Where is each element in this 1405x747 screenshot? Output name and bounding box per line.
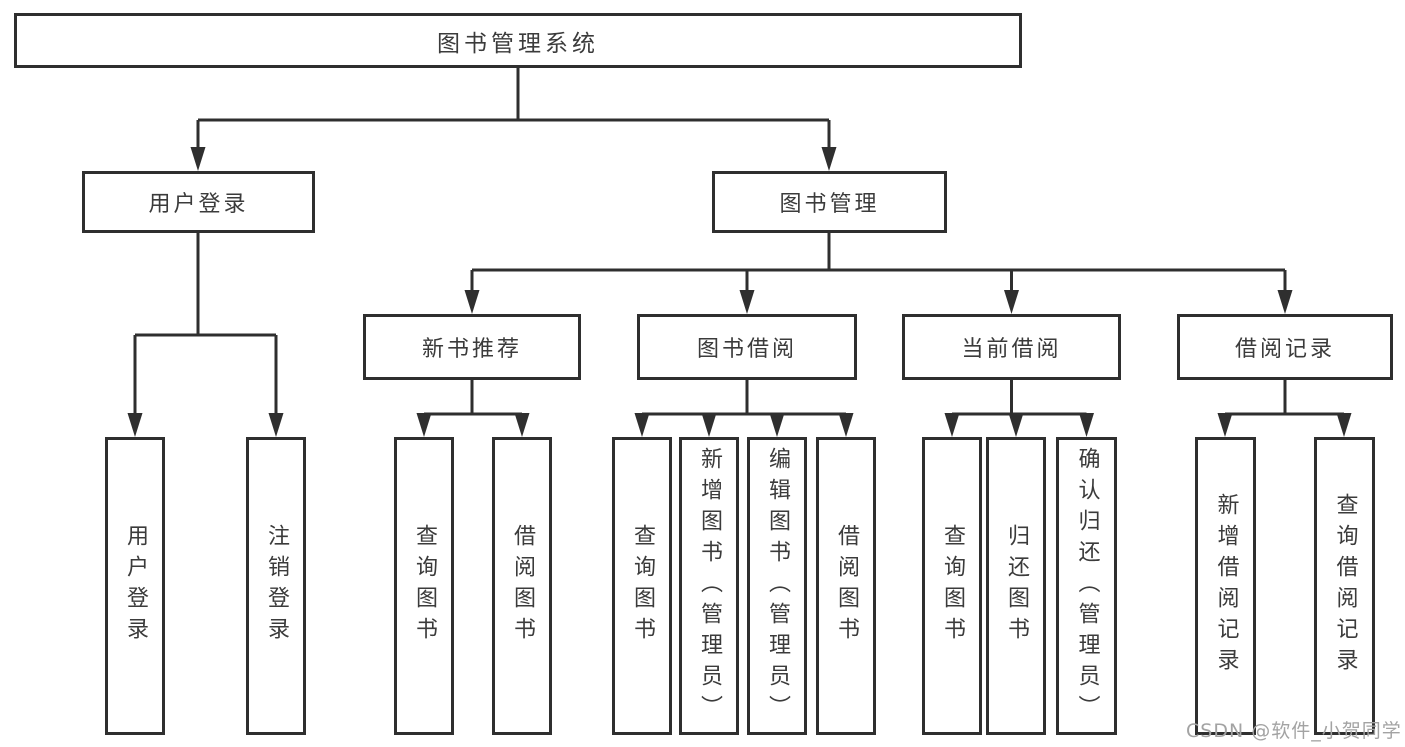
node-label: 当前借阅 (961, 337, 1062, 362)
leaf-borrow-query-books: 查询图书 (612, 437, 672, 735)
node-user-login: 用户登录 (82, 171, 315, 233)
node-book-management: 图书管理 (712, 171, 947, 233)
leaf-borrow-borrow-books: 借阅图书 (816, 437, 876, 735)
watermark: CSDN @软件_小贺同学 (1186, 720, 1402, 742)
leaf-borrow-add-books-admin: 新增图书（管理员） (679, 437, 739, 735)
arrowhead-icon (1277, 290, 1293, 314)
leaf-records-add-record: 新增借阅记录 (1195, 437, 1256, 735)
node-book-borrow: 图书借阅 (637, 314, 857, 380)
arrowhead-icon (464, 290, 480, 314)
leaf-newbook-query-books: 查询图书 (394, 437, 454, 735)
node-borrow-records: 借阅记录 (1177, 314, 1393, 380)
leaf-label: 归还图书 (1004, 524, 1029, 648)
arrowhead-icon (838, 413, 854, 437)
arrowhead-icon (1008, 413, 1024, 437)
leaf-label: 借阅图书 (834, 524, 859, 648)
node-label: 新书推荐 (421, 337, 522, 362)
arrowhead-icon (701, 413, 717, 437)
leaf-current-query-books: 查询图书 (922, 437, 982, 735)
node-label: 图书借阅 (696, 337, 797, 362)
arrowhead-icon (769, 413, 785, 437)
leaf-label: 确认归还（管理员） (1074, 446, 1100, 726)
leaf-records-query-record: 查询借阅记录 (1314, 437, 1375, 735)
arrowhead-icon (1217, 413, 1233, 437)
arrowhead-icon (268, 413, 284, 437)
node-label: 图书管理 (779, 192, 880, 217)
leaf-label: 新增图书（管理员） (697, 446, 722, 726)
leaf-label: 新增借阅记录 (1213, 493, 1239, 679)
arrowhead-icon (1004, 290, 1019, 314)
node-label: 借阅记录 (1234, 337, 1335, 362)
arrowhead-icon (739, 290, 755, 314)
leaf-user-login: 用户登录 (105, 437, 165, 735)
node-root-library-system: 图书管理系统 (14, 13, 1022, 68)
leaf-logout: 注销登录 (246, 437, 306, 735)
node-label: 用户登录 (148, 192, 249, 217)
leaf-current-return-books: 归还图书 (986, 437, 1046, 735)
node-current-borrow: 当前借阅 (902, 314, 1121, 380)
leaf-label: 编辑图书（管理员） (765, 446, 790, 726)
leaf-current-confirm-return-admin: 确认归还（管理员） (1056, 437, 1117, 735)
arrowhead-icon (821, 147, 837, 171)
leaf-label: 查询图书 (630, 524, 655, 648)
leaf-newbook-borrow-books: 借阅图书 (492, 437, 552, 735)
leaf-label: 用户登录 (123, 524, 148, 648)
arrowhead-icon (127, 413, 143, 437)
arrowhead-icon (634, 413, 650, 437)
leaf-label: 借阅图书 (510, 524, 535, 648)
leaf-label: 查询借阅记录 (1332, 493, 1358, 679)
arrowhead-icon (1336, 413, 1352, 437)
node-new-book-recommend: 新书推荐 (363, 314, 581, 380)
leaf-label: 查询图书 (412, 524, 437, 648)
arrowhead-icon (190, 147, 206, 171)
arrowhead-icon (1079, 413, 1094, 437)
leaf-label: 查询图书 (940, 524, 965, 648)
leaf-label: 注销登录 (264, 524, 289, 648)
arrowhead-icon (416, 413, 432, 437)
node-label: 图书管理系统 (437, 30, 599, 57)
arrowhead-icon (514, 413, 530, 437)
leaf-borrow-edit-books-admin: 编辑图书（管理员） (747, 437, 807, 735)
arrowhead-icon (944, 413, 960, 437)
